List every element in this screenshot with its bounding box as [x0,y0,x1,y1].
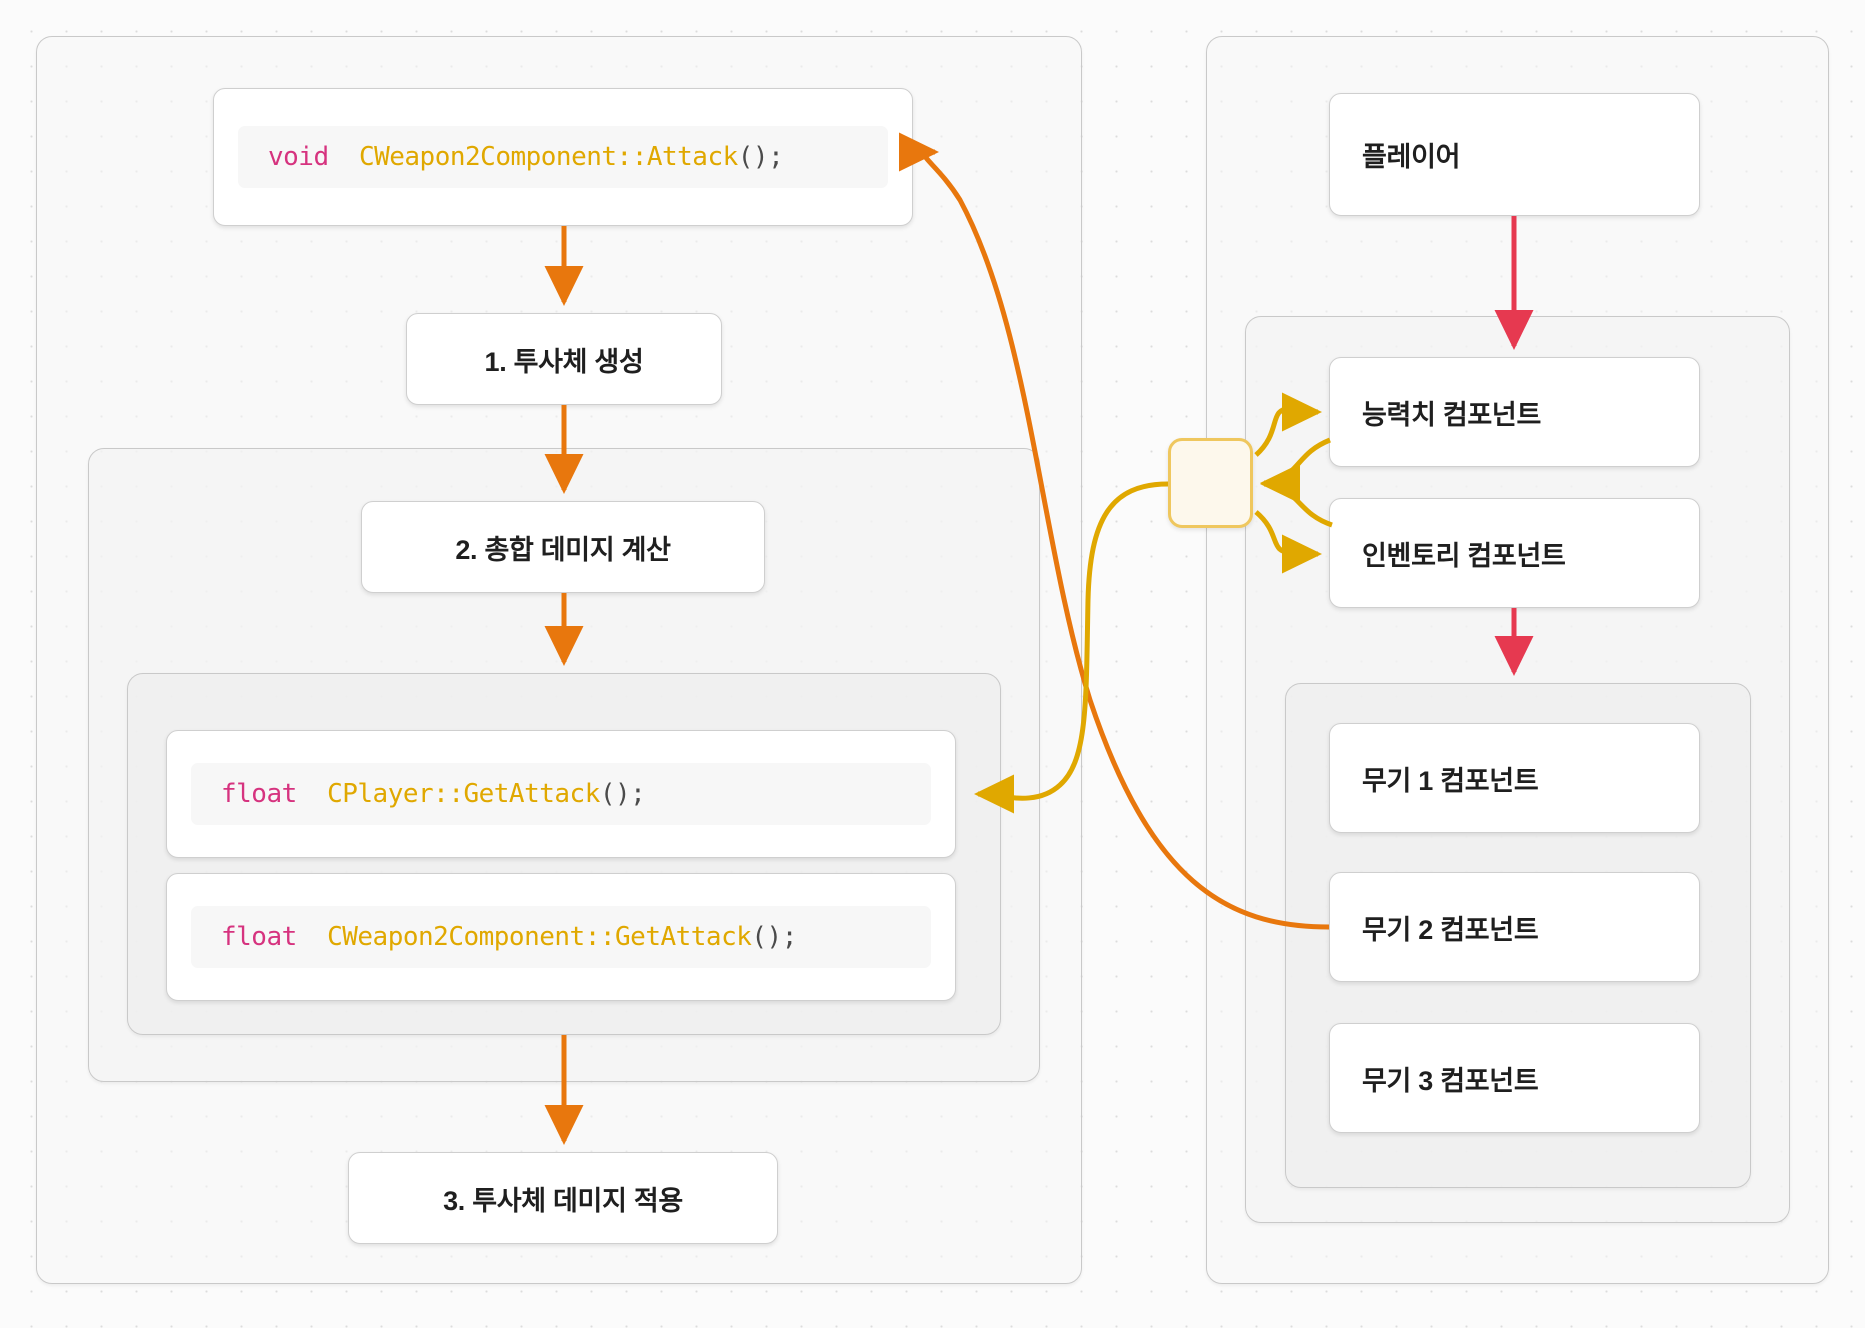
weapon-getattack-punct: (); [751,922,797,952]
inventory-component-label: 인벤토리 컴포넌트 [1362,540,1566,571]
player-getattack-code-node[interactable]: float CPlayer::GetAttack(); [166,730,956,858]
weapon2-component-node[interactable]: 무기 2 컴포넌트 [1329,872,1700,982]
player-getattack-punct: (); [599,779,646,809]
player-node[interactable]: 플레이어 [1329,93,1700,216]
player-getattack-code-text: float CPlayer::GetAttack(); [191,763,931,825]
weapon3-component-label: 무기 3 컴포넌트 [1362,1065,1539,1096]
step-1-label: 1. 투사체 생성 [484,346,644,377]
player-getattack-identifier: CPlayer::GetAttack [327,779,600,809]
weapon2-component-label: 무기 2 컴포넌트 [1362,914,1539,945]
player-getattack-keyword: float [221,779,297,809]
step-2-node[interactable]: 2. 총합 데미지 계산 [361,501,765,593]
stat-component-label: 능력치 컴포넌트 [1362,399,1541,430]
step-1-node[interactable]: 1. 투사체 생성 [406,313,722,405]
attack-code-keyword: void [268,142,329,172]
inventory-component-node[interactable]: 인벤토리 컴포넌트 [1329,498,1700,608]
stat-component-node[interactable]: 능력치 컴포넌트 [1329,357,1700,467]
weapon1-component-node[interactable]: 무기 1 컴포넌트 [1329,723,1700,833]
step-3-label: 3. 투사체 데미지 적용 [443,1185,683,1216]
weapon-getattack-code-node[interactable]: float CWeapon2Component::GetAttack(); [166,873,956,1001]
weapon1-component-label: 무기 1 컴포넌트 [1362,765,1539,796]
step-2-label: 2. 총합 데미지 계산 [455,534,671,565]
player-label: 플레이어 [1362,142,1461,172]
attack-code-text: void CWeapon2Component::Attack(); [238,126,888,188]
step-3-node[interactable]: 3. 투사체 데미지 적용 [348,1152,778,1244]
attack-code-identifier: CWeapon2Component::Attack [358,142,738,172]
weapon3-component-node[interactable]: 무기 3 컴포넌트 [1329,1023,1700,1133]
attack-code-node[interactable]: void CWeapon2Component::Attack(); [213,88,913,226]
attack-code-punct: (); [737,142,784,172]
weapon-getattack-identifier: CWeapon2Component::GetAttack [327,922,752,952]
weapon-getattack-code-text: float CWeapon2Component::GetAttack(); [191,906,931,968]
component-hub-node[interactable] [1168,438,1253,528]
weapon-getattack-keyword: float [221,922,297,952]
